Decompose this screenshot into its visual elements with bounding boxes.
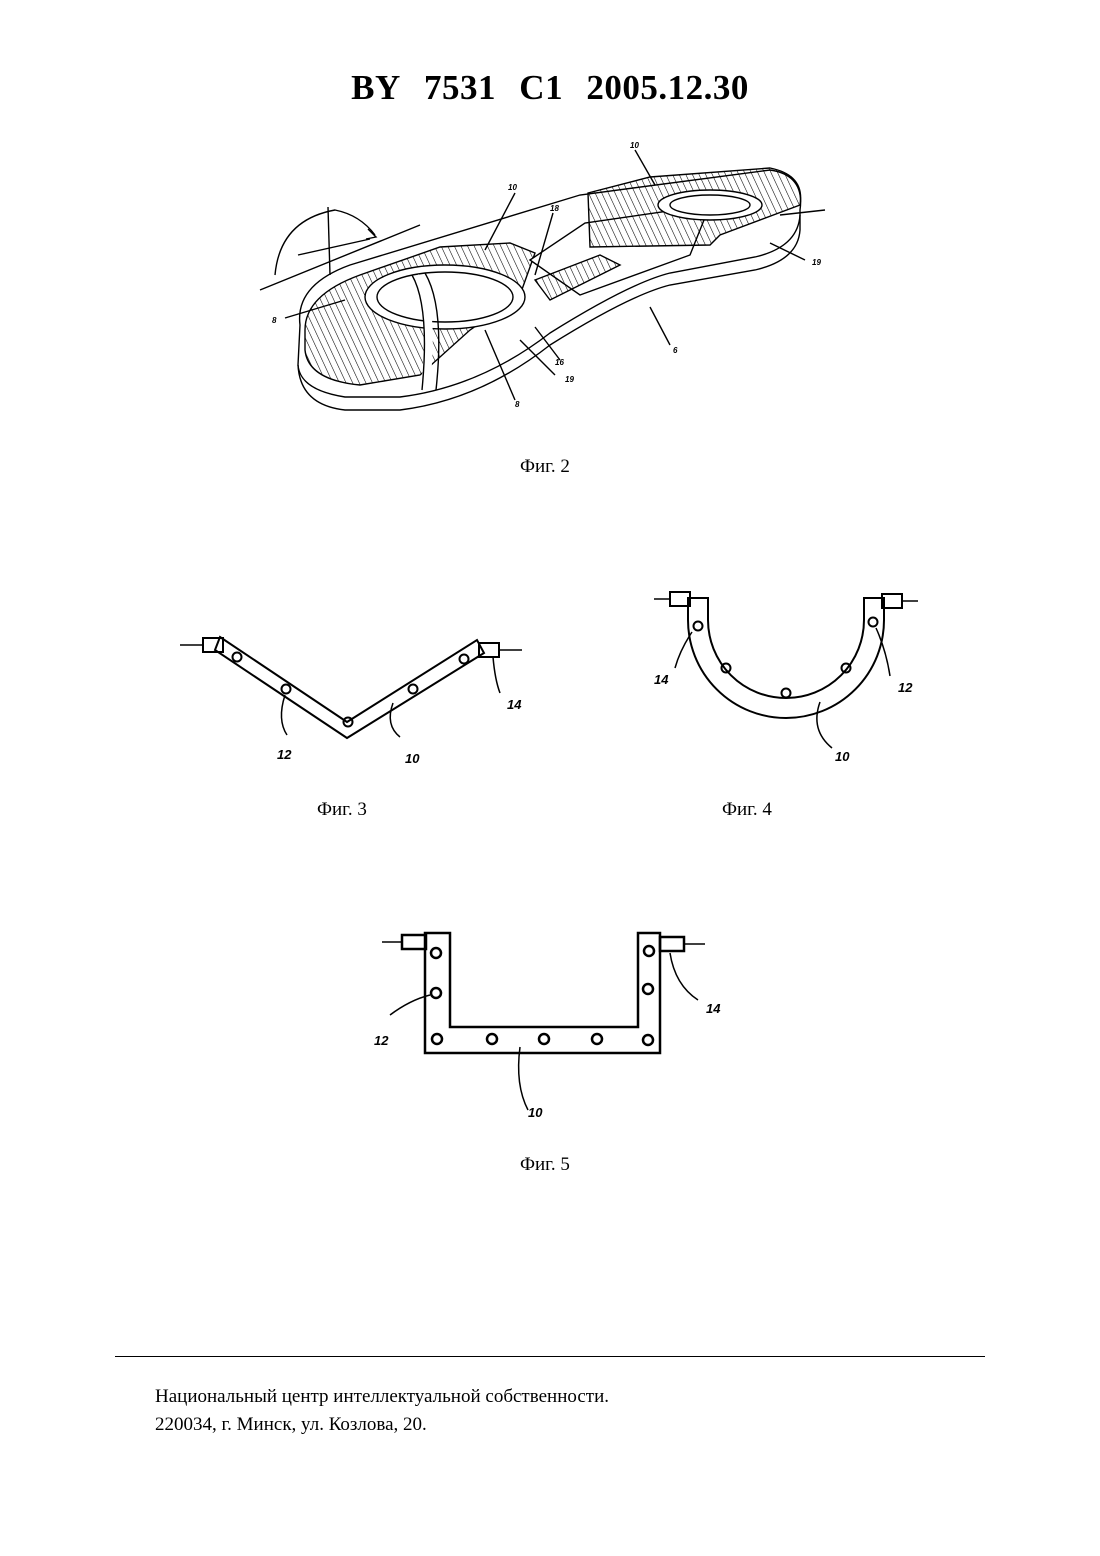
fig2-label-10b: 10 (508, 183, 517, 192)
v-element (215, 637, 484, 738)
figure-5-drawing: 12 14 10 (370, 925, 740, 1125)
figure-2-drawing: 10 10 18 8 8 8 19 16 19 6 (250, 135, 830, 435)
fig3-label-12: 12 (277, 747, 292, 762)
header-date: 2005.12.30 (586, 68, 749, 108)
fig3-caption: Фиг. 3 (317, 799, 367, 821)
footer: Национальный центр интеллектуальной собс… (155, 1383, 609, 1439)
fig4-label-12: 12 (898, 680, 913, 695)
fig2-label-19a: 19 (812, 258, 821, 267)
fig2-label-10a: 10 (630, 141, 639, 150)
fig4-caption: Фиг. 4 (722, 799, 772, 821)
fig2-label-19b: 19 (565, 375, 574, 384)
fig4-label-14: 14 (654, 672, 669, 687)
header-country: BY (351, 68, 401, 108)
fig2-label-8b: 8 (515, 400, 520, 409)
footer-line-1: Национальный центр интеллектуальной собс… (155, 1383, 609, 1411)
fig2-label-6: 6 (673, 346, 678, 355)
patent-header: BY 7531 C1 2005.12.30 (0, 68, 1100, 108)
fig5-label-14: 14 (706, 1001, 721, 1016)
fig5-label-10: 10 (528, 1105, 543, 1120)
header-kind: C1 (519, 68, 563, 108)
footer-line-2: 220034, г. Минск, ул. Козлова, 20. (155, 1411, 609, 1439)
semicircle-element (688, 598, 884, 718)
fig4-label-10: 10 (835, 749, 850, 764)
figure-4-drawing: 14 12 10 (650, 580, 930, 770)
fig2-caption: Фиг. 2 (520, 456, 570, 478)
figure-3-drawing: 12 10 14 (175, 625, 535, 775)
forefoot-ring-inner (670, 195, 750, 215)
fig5-caption: Фиг. 5 (520, 1154, 570, 1176)
fig2-label-8a: 8 (272, 316, 277, 325)
header-number: 7531 (424, 68, 496, 108)
fig2-label-18: 18 (550, 204, 559, 213)
fig5-label-12: 12 (374, 1033, 389, 1048)
footer-divider (115, 1356, 985, 1357)
fig3-label-10: 10 (405, 751, 420, 766)
fig3-label-14: 14 (507, 697, 522, 712)
fig2-label-16: 16 (555, 358, 564, 367)
heel-ring-inner (377, 272, 513, 322)
